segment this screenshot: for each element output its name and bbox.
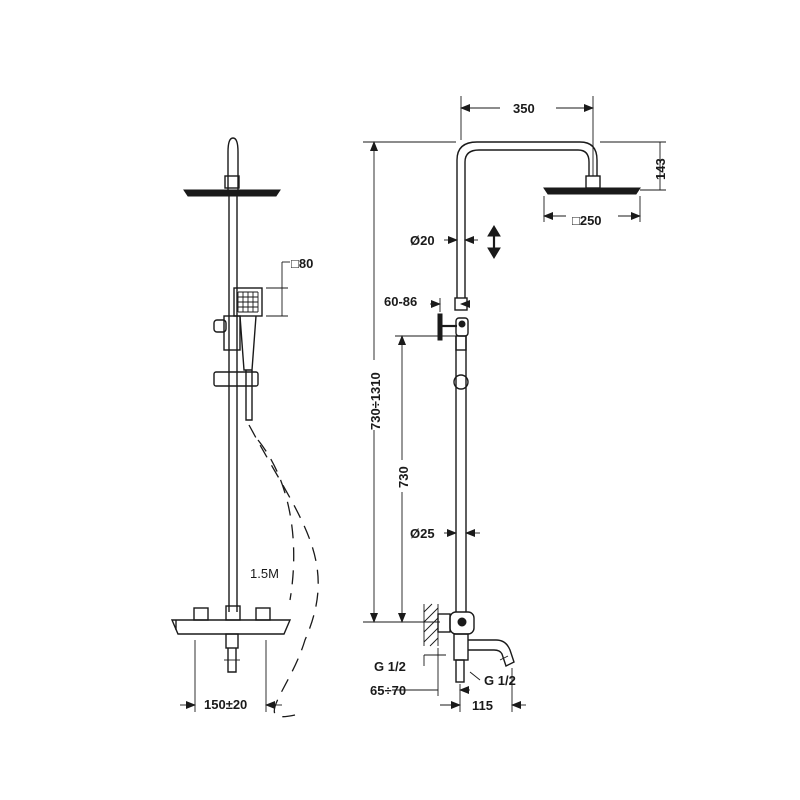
front-hose-clip [213, 371, 259, 387]
side-outlet-pipe [455, 659, 465, 683]
front-hand-shower-handle [239, 315, 257, 371]
side-wall-section-hatch [423, 603, 439, 647]
side-head-connector [585, 175, 601, 189]
front-hose-dashed-left [248, 424, 319, 718]
telescopic-adjust-arrow-icon [487, 225, 501, 259]
front-slider-holder [223, 315, 241, 351]
side-diverter-body [453, 633, 469, 661]
front-hand-shower-grid [237, 291, 259, 313]
side-riser-top-collar [455, 335, 467, 351]
side-head-shower-plate [543, 187, 641, 195]
side-bath-spout [468, 639, 515, 667]
hand-shower-square-label: □80 [291, 256, 313, 271]
spout-reach-label: 115 [472, 698, 493, 713]
side-spout-outlet [499, 655, 509, 661]
inlet-spacing-label: 150±20 [204, 697, 247, 712]
front-outlet-nut [225, 633, 239, 649]
side-view: 350 143 □250 Ø20 [363, 96, 668, 713]
front-mixer-body [170, 619, 292, 635]
lower-pipe-diameter-label: Ø25 [410, 526, 435, 541]
total-height-label: 730÷1310 [368, 372, 383, 430]
lower-height-label: 730 [396, 466, 411, 488]
side-eccentric-connector [437, 613, 451, 633]
front-left-eccentric [193, 607, 209, 621]
hose-length-label: 1.5M [250, 566, 279, 581]
side-wall-bracket [437, 313, 469, 341]
side-slider-knob [453, 374, 469, 390]
front-hose-dashed-right [257, 439, 295, 601]
side-arm-outer [456, 141, 598, 298]
bracket-range-label: 60-86 [384, 294, 417, 309]
head-height-label: 143 [653, 158, 668, 180]
side-g12-right-leader [469, 671, 481, 681]
spout-thread-label: G 1/2 [484, 673, 516, 688]
side-mixer-knob [457, 617, 467, 627]
front-slider-knob [213, 319, 227, 333]
top-width-label: 350 [513, 101, 535, 116]
front-view: 1.5M 150±20 □80 [170, 137, 319, 718]
inlet-thread-label: G 1/2 [374, 659, 406, 674]
front-head-connector [224, 175, 240, 189]
front-riser-connector [225, 605, 241, 621]
head-square-label: □250 [572, 213, 602, 228]
front-right-eccentric [255, 607, 271, 621]
front-gooseneck [227, 137, 239, 192]
front-head-shower-plate [183, 189, 281, 197]
front-hand-shower-head [233, 287, 263, 317]
side-arm-inner [464, 149, 590, 298]
front-hose-upper [245, 370, 253, 421]
wall-offset-label: 65÷70 [370, 683, 406, 698]
upper-pipe-diameter-label: Ø20 [410, 233, 435, 248]
